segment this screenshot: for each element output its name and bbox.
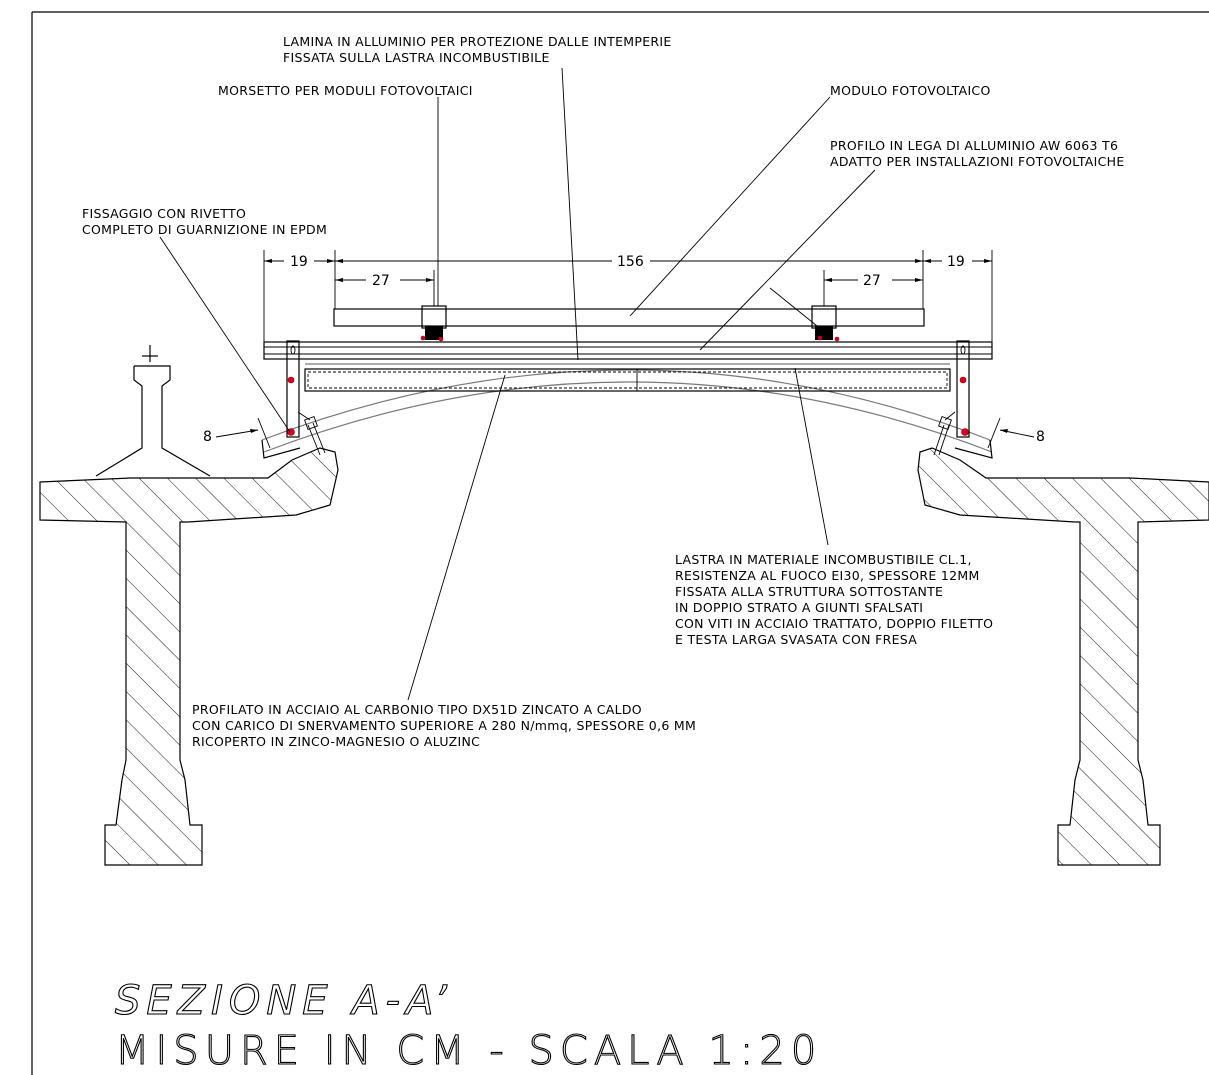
dim-left-gap: 8 <box>203 429 212 445</box>
section-title: SEZIONE A-A’ <box>115 978 453 1024</box>
dim-total: 156 <box>617 254 644 270</box>
dim-right-edge: 19 <box>947 254 965 270</box>
label-fissaggio-line2: COMPLETO DI GUARNIZIONE IN EPDM <box>82 222 327 237</box>
left-rail-profile <box>95 345 211 477</box>
aluminium-rail <box>263 341 993 360</box>
label-fissaggio-line1: FISSAGGIO CON RIVETTO <box>82 206 246 221</box>
label-lastra-line6: E TESTA LARGA SVASATA CON FRESA <box>675 632 917 647</box>
dim-left-offset: 27 <box>372 273 390 289</box>
left-anchor-bolt <box>304 416 326 456</box>
label-profilato-line3: RICOPERTO IN ZINCO-MAGNESIO O ALUZINC <box>192 734 480 749</box>
annotation-profilato: PROFILATO IN ACCIAIO AL CARBONIO TIPO DX… <box>192 702 696 749</box>
label-lastra-line2: RESISTENZA AL FUOCO EI30, SPESSORE 12MM <box>675 568 980 583</box>
dim-right-gap: 8 <box>1036 429 1045 445</box>
dim-right-offset: 27 <box>863 273 881 289</box>
left-concrete-beam <box>39 447 339 866</box>
pv-module <box>333 308 925 327</box>
label-profilato-line1: PROFILATO IN ACCIAIO AL CARBONIO TIPO DX… <box>192 702 642 717</box>
label-morsetto: MORSETTO PER MODULI FOTOVOLTAICI <box>218 83 473 98</box>
label-profilo-line2: ADATTO PER INSTALLAZIONI FOTOVOLTAICHE <box>830 154 1125 169</box>
annotation-lamina: LAMINA IN ALLUMINIO PER PROTEZIONE DALLE… <box>283 34 672 65</box>
fire-resistant-slab <box>304 363 951 392</box>
dimension-lines <box>215 250 1035 449</box>
left-module-clamp <box>420 305 447 342</box>
scale-subtitle: MISURE IN CM - SCALA 1:20 <box>115 1028 822 1074</box>
label-lastra-line3: FISSATA ALLA STRUTTURA SOTTOSTANTE <box>675 584 943 599</box>
left-support-post <box>286 340 300 438</box>
label-lastra-line5: CON VITI IN ACCIAIO TRATTATO, DOPPIO FIL… <box>675 616 993 631</box>
label-modulo: MODULO FOTOVOLTAICO <box>830 83 991 98</box>
label-lastra-line1: LASTRA IN MATERIALE INCOMBUSTIBILE CL.1, <box>675 552 972 567</box>
label-profilo-line1: PROFILO IN LEGA DI ALLUMINIO AW 6063 T6 <box>830 138 1118 153</box>
right-module-clamp <box>811 305 840 342</box>
label-profilato-line2: CON CARICO DI SNERVAMENTO SUPERIORE A 28… <box>192 718 696 733</box>
dim-left-edge: 19 <box>290 254 308 270</box>
right-support-post <box>956 340 970 438</box>
dimension-values: 19 27 156 27 19 8 8 <box>203 254 1045 445</box>
label-lamina-line1: LAMINA IN ALLUMINIO PER PROTEZIONE DALLE… <box>283 34 672 49</box>
drawing-frame <box>31 11 1209 1075</box>
label-lamina-line2: FISSATA SULLA LASTRA INCOMBUSTIBILE <box>283 50 550 65</box>
label-lastra-line4: IN DOPPIO STRATO A GIUNTI SFALSATI <box>675 600 923 615</box>
right-concrete-beam <box>917 447 1209 866</box>
arched-steel-sheet <box>261 369 993 459</box>
annotation-fissaggio: FISSAGGIO CON RIVETTO COMPLETO DI GUARNI… <box>82 206 327 237</box>
leader-lines <box>159 67 876 701</box>
annotation-profilo: PROFILO IN LEGA DI ALLUMINIO AW 6063 T6 … <box>830 138 1125 169</box>
title-block: SEZIONE A-A’ MISURE IN CM - SCALA 1:20 <box>114 977 822 1074</box>
annotation-lastra: LASTRA IN MATERIALE INCOMBUSTIBILE CL.1,… <box>675 552 993 647</box>
